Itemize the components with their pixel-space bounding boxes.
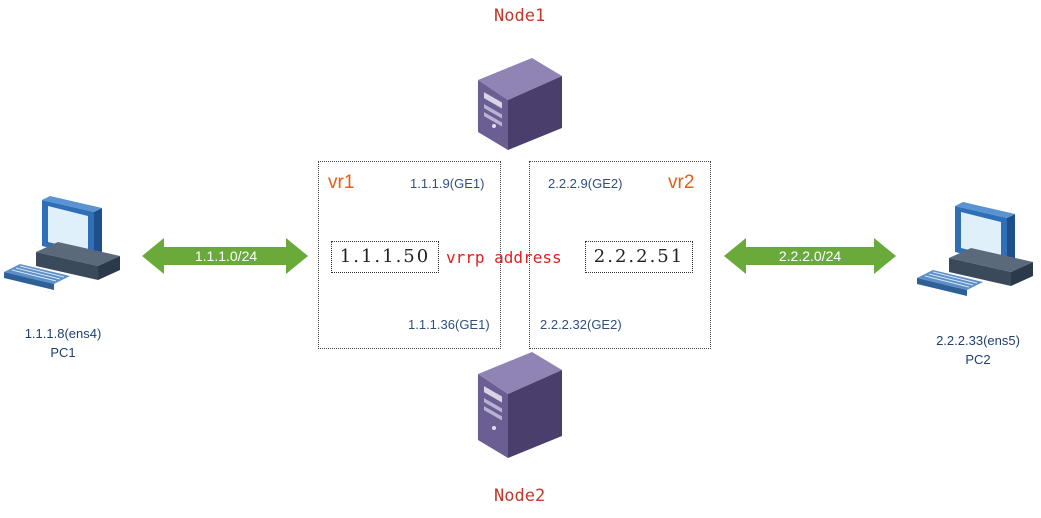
- pc1-ip: 1.1.1.8(ens4): [24, 326, 102, 341]
- vrrp-address-label: vrrp address: [446, 248, 562, 267]
- vr1-top-ip: 1.1.1.9(GE1): [410, 176, 485, 191]
- vr2-virtual-ip: 2.2.2.51: [585, 241, 693, 273]
- vr1-bottom-ip: 1.1.1.36(GE1): [408, 317, 490, 332]
- node2-server-icon: [478, 352, 562, 458]
- pc1-desktop-pc-icon: [4, 196, 120, 290]
- node1-server-icon: [478, 58, 562, 150]
- link-left-arrow: 1.1.1.0/24: [142, 238, 308, 274]
- vr2-box: [529, 161, 711, 349]
- pc2-ip: 2.2.2.33(ens5): [936, 333, 1020, 348]
- vr2-bottom-ip: 2.2.2.32(GE2): [540, 317, 622, 332]
- pc2-name: PC2: [965, 352, 991, 367]
- vr2-top-ip: 2.2.2.9(GE2): [548, 176, 623, 191]
- node2-label: Node2: [494, 486, 546, 506]
- link-right-label: 2.2.2.0/24: [779, 248, 841, 264]
- link-right-arrow: 2.2.2.0/24: [724, 238, 896, 274]
- pc1-name: PC1: [50, 345, 76, 360]
- node1-label: Node1: [494, 6, 546, 26]
- vr1-box: [318, 161, 501, 349]
- vr1-label: vr1: [328, 172, 355, 193]
- vr2-label: vr2: [668, 172, 695, 193]
- vr1-virtual-ip: 1.1.1.50: [331, 241, 439, 273]
- pc2-desktop-pc-icon: [917, 202, 1033, 296]
- link-left-label: 1.1.1.0/24: [195, 248, 257, 264]
